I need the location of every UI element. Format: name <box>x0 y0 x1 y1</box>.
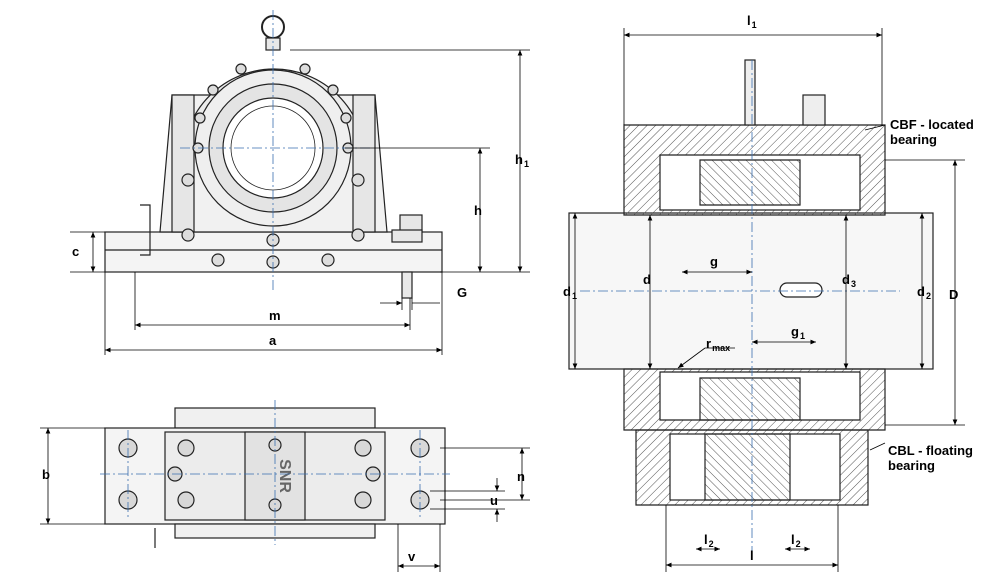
cbf-note: CBF - located bearing <box>890 117 974 147</box>
dim-rmax-label: rmax <box>706 336 731 354</box>
dim-n-label: n <box>517 469 525 484</box>
front-view <box>104 15 443 299</box>
dim-d3-label: d3 <box>842 272 856 290</box>
dim-u-label: u <box>490 493 498 508</box>
dim-d-label: d <box>643 272 651 287</box>
cbl-note: CBL - floating bearing <box>888 443 973 473</box>
dim-m-label: m <box>269 308 281 323</box>
dim-b-label: b <box>42 467 50 482</box>
front-centerlines <box>180 10 370 290</box>
front-dimension-lines <box>70 49 530 355</box>
dim-v-label: v <box>408 549 416 564</box>
top-dimension-lines <box>40 427 530 572</box>
dim-h-label: h <box>474 203 482 218</box>
dim-a-label: a <box>269 333 277 348</box>
cbl-note-line2: bearing <box>888 458 935 473</box>
dim-c-label: c <box>72 244 80 259</box>
dim-l1-label: l1 <box>747 13 757 31</box>
dim-l-label: l <box>750 548 754 563</box>
cbl-note-line1: CBL - floating <box>888 443 973 458</box>
dim-d2-label: d2 <box>917 284 931 302</box>
dim-l2-left-label: l2 <box>704 532 714 550</box>
dim-g-label: g <box>710 254 718 269</box>
section-dimension-lines <box>572 28 965 572</box>
dim-g1-label: g1 <box>791 324 805 342</box>
dim-l2-right-label: l2 <box>791 532 801 550</box>
dim-G-label: G <box>457 285 468 300</box>
top-centerlines <box>100 400 450 545</box>
dim-D-label: D <box>949 287 959 302</box>
cbf-note-line1: CBF - located <box>890 117 974 132</box>
cbf-note-line2: bearing <box>890 132 937 147</box>
dim-h1-label: h1 <box>515 152 529 170</box>
brand-mark: SNR <box>276 459 293 493</box>
dim-d1-label: d1 <box>563 284 577 302</box>
